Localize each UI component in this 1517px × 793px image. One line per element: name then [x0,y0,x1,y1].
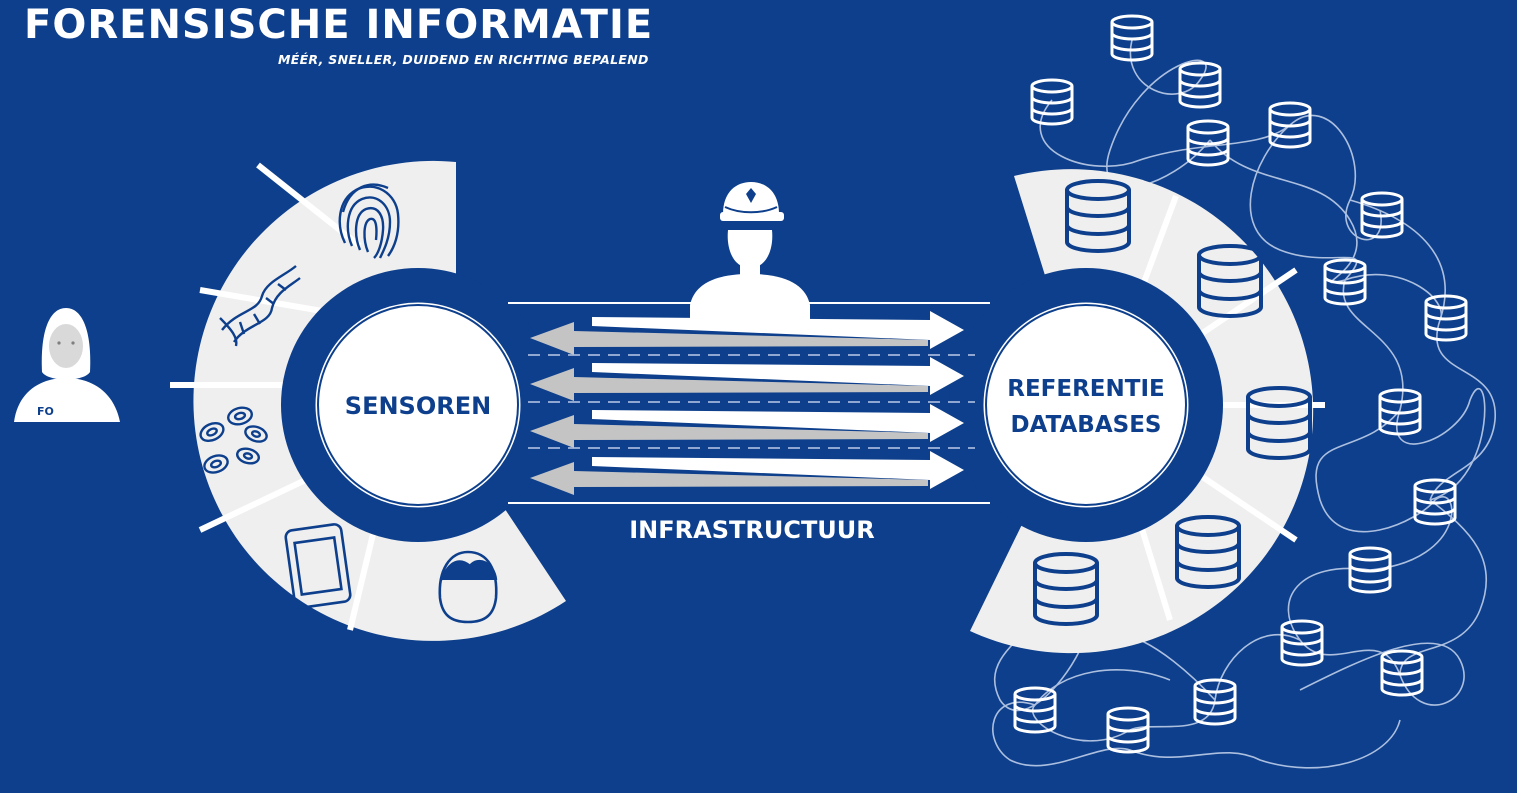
database-icon [1193,678,1237,726]
dna-icon [219,265,301,347]
database-icon [1348,546,1392,594]
database-icon [1380,649,1424,697]
sensoren-label: SENSOREN [345,392,491,420]
page-title: FORENSISCHE INFORMATIE [24,2,654,48]
police-officer-icon [690,182,810,325]
tablet-icon [284,523,352,609]
database-icon [1110,14,1154,62]
infrastructure-channel: INFRASTRUCTUUR [508,302,990,544]
infrastructure-label: INFRASTRUCTUUR [629,516,875,544]
database-icon [1323,258,1367,306]
right-database-ring: REFERENTIE DATABASES [949,169,1325,654]
database-icon [1424,294,1468,342]
databases-label: DATABASES [1011,412,1162,438]
analyst-badge: FO [37,405,54,418]
database-icon [1280,619,1324,667]
database-icon [1378,388,1422,436]
face-icon [438,550,498,624]
referentie-label: REFERENTIE [1007,376,1164,402]
database-icon [1030,78,1074,126]
database-icon [1106,706,1150,754]
forensic-analyst-icon: FO [14,308,120,422]
page-subtitle: MÉÉR, SNELLER, DUIDEND EN RICHTING BEPAL… [278,52,649,67]
cells-icon [199,406,268,474]
outgoing-arrows [592,311,964,489]
fingerprint-icon [338,183,400,259]
database-icon [1186,119,1230,167]
database-icon [1413,478,1457,526]
database-icon [1178,61,1222,109]
database-icon [1360,191,1404,239]
incoming-arrows [530,322,928,495]
left-sensor-ring: SENSOREN [170,160,566,641]
